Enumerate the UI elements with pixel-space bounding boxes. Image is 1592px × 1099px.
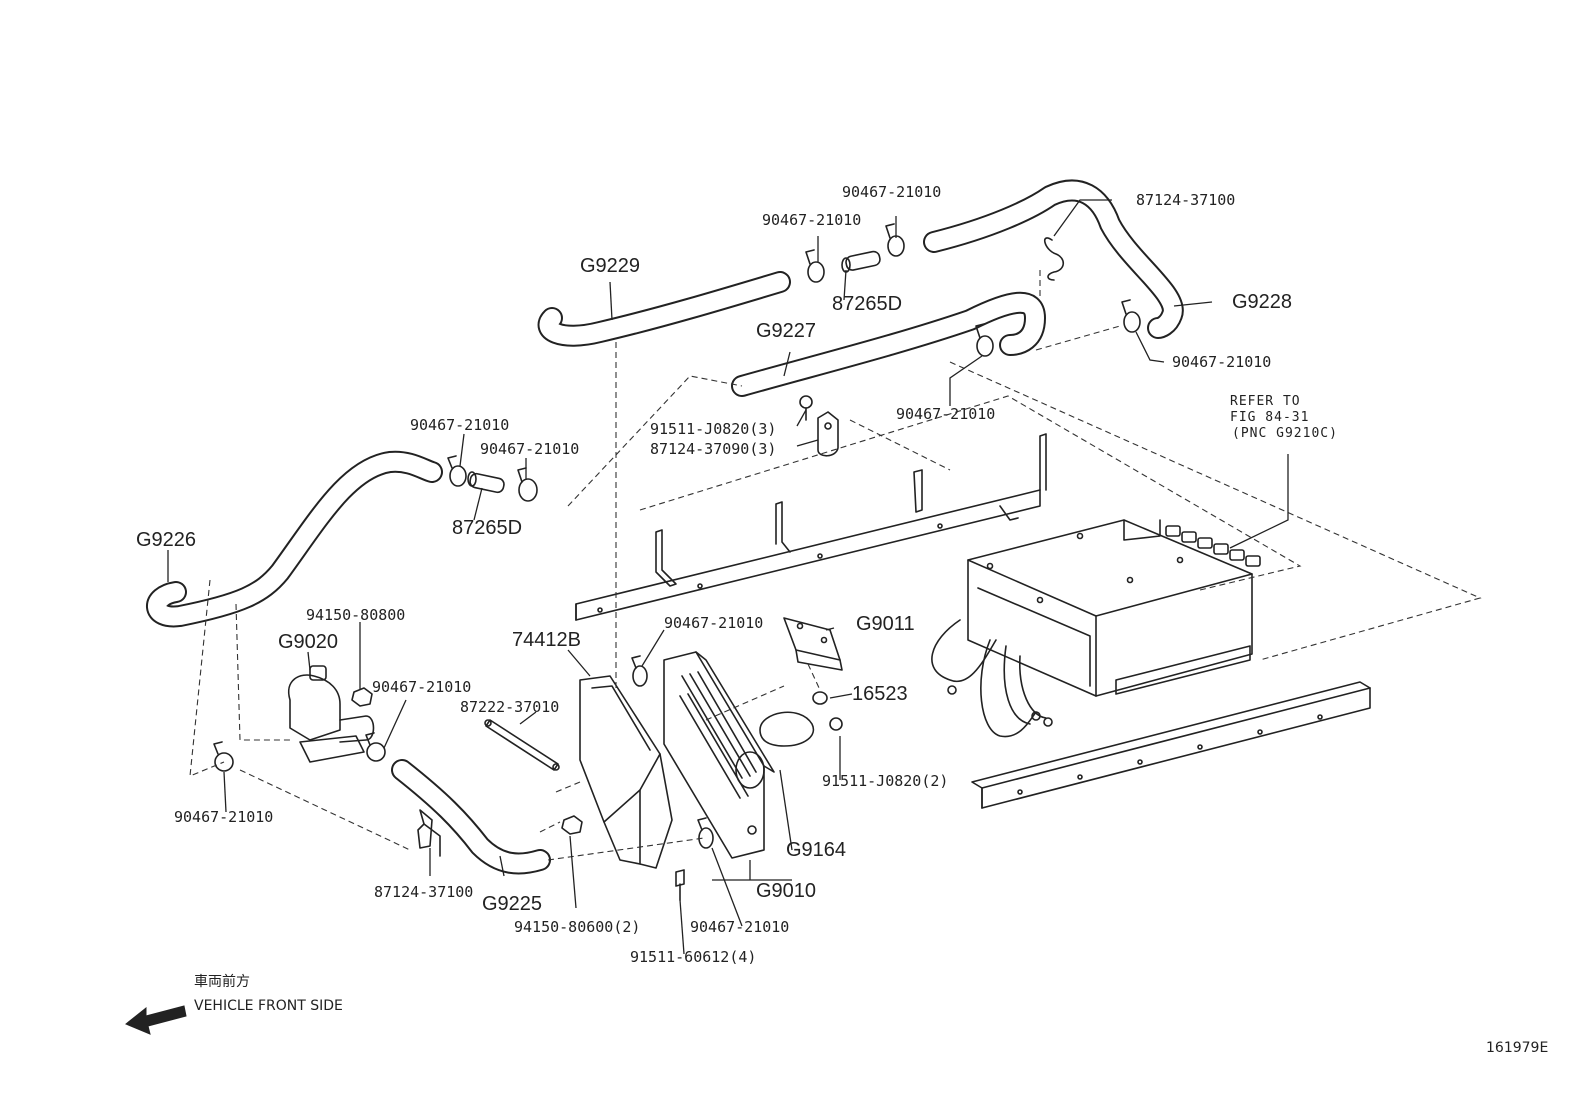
label-clamp-lower-left: 90467-21010 — [174, 808, 273, 826]
direction-label-jp: 車両前方 — [194, 973, 250, 990]
label-74412b: 74412B — [512, 629, 581, 651]
label-clamp-radiator-bottom: 90467-21010 — [690, 918, 789, 936]
leader-lines — [167, 199, 1289, 955]
connector-87265d-left[interactable] — [467, 471, 505, 494]
clip-87124-37100-top[interactable] — [1044, 237, 1065, 281]
arrow-left-icon — [125, 1005, 187, 1035]
clip-87124-37090[interactable] — [817, 411, 839, 457]
mounting-frame-upper — [575, 433, 1047, 621]
label-clip-top: 87124-37100 — [1136, 191, 1235, 209]
hose-g9226[interactable] — [146, 450, 443, 628]
label-clip-lower: 87124-37100 — [374, 883, 473, 901]
rod-87222-37010[interactable] — [484, 719, 560, 771]
bolt-91511-j0820-right[interactable] — [829, 717, 843, 731]
label-16523: 16523 — [852, 683, 908, 705]
vehicle-front-indicator: 車両前方 VEHICLE FRONT SIDE — [125, 973, 343, 1035]
label-g9225: G9225 — [482, 893, 542, 915]
control-unit[interactable] — [967, 519, 1261, 697]
label-nut-top: 94150-80800 — [306, 606, 405, 624]
label-clamp-left-b: 90467-21010 — [480, 440, 579, 458]
hose-g9225[interactable] — [391, 759, 551, 875]
label-clamp-top-left: 90467-21010 — [762, 211, 861, 229]
label-g9229: G9229 — [580, 255, 640, 277]
grommet-16523[interactable] — [812, 691, 828, 705]
direction-label-en: VEHICLE FRONT SIDE — [194, 998, 343, 1014]
label-rod: 87222-37010 — [460, 698, 559, 716]
label-bolt-right: 91511-J0820(2) — [822, 772, 948, 790]
label-g9020: G9020 — [278, 631, 338, 653]
label-refer-3: (PNC G9210C) — [1232, 426, 1338, 441]
valve-g9020[interactable] — [287, 665, 375, 763]
hose-g9229[interactable] — [537, 271, 791, 347]
bolt-91511-60612[interactable] — [675, 869, 685, 901]
wire-harness — [931, 619, 1053, 738]
nut-94150-80600[interactable] — [561, 815, 583, 835]
label-clamp-mid: 90467-21010 — [896, 405, 995, 423]
connector-87265d-top[interactable] — [841, 250, 881, 273]
label-clamp-g9020-right: 90467-21010 — [372, 678, 471, 696]
label-bolt-mid: 91511-J0820(3) — [650, 420, 776, 438]
label-g9226: G9226 — [136, 529, 196, 551]
assembly-lines — [189, 270, 1482, 861]
mounting-frame-lower — [971, 681, 1371, 809]
diagram-id: 161979E — [1486, 1040, 1548, 1056]
label-clamp-left-a: 90467-21010 — [410, 416, 509, 434]
label-clamp-radiator-top: 90467-21010 — [664, 614, 763, 632]
label-g9164: G9164 — [786, 839, 846, 861]
label-clamp-right-lower: 90467-21010 — [1172, 353, 1271, 371]
bracket-g9011[interactable] — [783, 617, 843, 671]
label-bolt-bottom: 91511-60612(4) — [630, 948, 756, 966]
label-refer-2: FIG 84-31 — [1230, 410, 1309, 425]
radiator-g9010[interactable] — [663, 651, 775, 859]
label-nut-bottom: 94150-80600(2) — [514, 918, 640, 936]
label-87265d-left: 87265D — [452, 517, 522, 539]
label-clamp-top-right: 90467-21010 — [842, 183, 941, 201]
label-g9011: G9011 — [856, 613, 915, 635]
label-g9010: G9010 — [756, 880, 816, 902]
label-refer-1: REFER TO — [1230, 394, 1301, 409]
label-g9227: G9227 — [756, 320, 816, 342]
tray-74412b[interactable] — [579, 675, 673, 869]
hose-clamps — [213, 223, 1141, 849]
label-clip-mid: 87124-37090(3) — [650, 440, 776, 458]
label-g9228: G9228 — [1232, 291, 1292, 313]
label-87265d-top: 87265D — [832, 293, 902, 315]
nut-94150-80800[interactable] — [351, 687, 373, 707]
cap-g9164[interactable] — [759, 711, 815, 747]
hose-g9227[interactable] — [731, 291, 1046, 397]
clip-87124-37100-lower[interactable] — [417, 809, 441, 857]
hose-g9228[interactable] — [923, 179, 1184, 339]
